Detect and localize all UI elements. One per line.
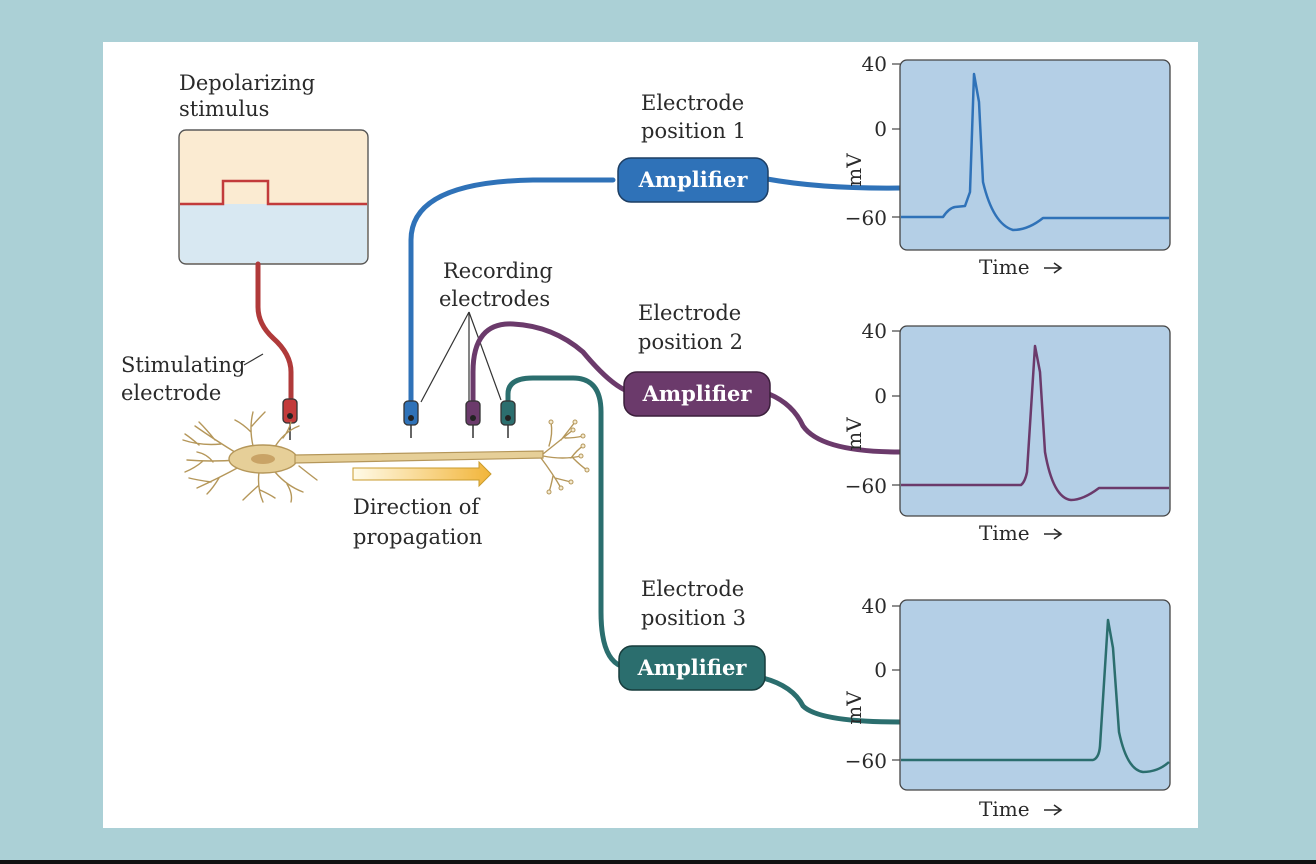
plot-3-y-axis-label: mV	[842, 691, 866, 725]
electrode-position-2-line1: Electrode	[638, 301, 741, 325]
plot-1-tick-40: 40	[862, 52, 887, 76]
electrode-position-1-line2: position 1	[641, 119, 746, 143]
electrode-3-cable	[505, 375, 624, 669]
bottom-border	[0, 860, 1316, 864]
plot-1-time-arrow	[1044, 262, 1063, 274]
plot-2-tick-neg60: −60	[845, 474, 887, 498]
amplifier-3-label: Amplifier	[637, 655, 748, 680]
stimulus-pulse-trace	[180, 179, 367, 206]
electrode-position-3-line1: Electrode	[641, 577, 744, 601]
stimulus-display	[178, 129, 369, 265]
amplifier-2-label: Amplifier	[642, 381, 753, 406]
electrode-1-cable	[408, 177, 616, 405]
plot-3-action-potential-trace	[901, 618, 1170, 774]
stimulus-title-line1: Depolarizing	[179, 71, 315, 95]
propagation-label-line1: Direction of	[353, 495, 481, 519]
amplifier-1-output-cable	[764, 176, 903, 191]
plot-2-action-potential-trace	[901, 344, 1169, 502]
neuron-nucleus	[251, 454, 275, 464]
plot-3-tick-40: 40	[862, 594, 887, 618]
recording-electrode-2-tip	[465, 400, 481, 438]
electrode-position-2-line2: position 2	[638, 330, 743, 354]
amplifier-1: Amplifier	[617, 157, 769, 203]
figure-panel: Depolarizing stimulus Stimulating electr…	[103, 42, 1198, 828]
electrode-position-3-line2: position 3	[641, 606, 746, 630]
stimulus-title-line2: stimulus	[179, 97, 269, 121]
plot-2-time-arrow	[1044, 528, 1063, 540]
plot-3-time-arrow	[1044, 804, 1063, 816]
plot-1-y-axis-label: mV	[842, 153, 866, 187]
amplifier-2: Amplifier	[623, 371, 771, 417]
recording-plot-3: 40 0 −60 mV Time	[842, 594, 1171, 821]
amplifier-3: Amplifier	[618, 645, 766, 691]
recording-electrodes-label-line1: Recording	[443, 259, 553, 283]
plot-2-x-axis-label: Time	[979, 521, 1030, 545]
plot-3-tick-0: 0	[874, 658, 887, 682]
plot-3-tick-neg60: −60	[845, 749, 887, 773]
recording-electrode-1-tip	[403, 400, 419, 438]
plot-2-y-axis-label: mV	[842, 417, 866, 451]
propagation-arrow	[352, 460, 492, 488]
plot-2-tick-40: 40	[862, 319, 887, 343]
plot-1-tick-neg60: −60	[845, 206, 887, 230]
plot-2-tick-0: 0	[874, 384, 887, 408]
propagation-label-line2: propagation	[353, 525, 482, 549]
recording-plot-2: 40 0 −60 mV Time	[842, 319, 1171, 545]
recording-electrode-3-tip	[500, 400, 516, 438]
stimulus-wire	[255, 261, 294, 403]
recording-electrodes-pointers	[420, 311, 502, 403]
amplifier-1-label: Amplifier	[638, 167, 749, 192]
amplifier-2-output-cable	[766, 391, 903, 455]
neuron-recording-diagram: Depolarizing stimulus Stimulating electr…	[121, 52, 1171, 821]
recording-electrodes-label-line2: electrodes	[439, 287, 550, 311]
neuron-axon	[294, 450, 544, 464]
recording-plot-1: 40 0 −60 mV Time	[842, 52, 1171, 279]
electrode-2-cable	[470, 321, 628, 405]
plot-1-tick-0: 0	[874, 117, 887, 141]
stimulating-electrode-label-line1: Stimulating	[121, 353, 245, 377]
plot-1-x-axis-label: Time	[979, 255, 1030, 279]
plot-1-action-potential-trace	[901, 72, 1169, 232]
plot-3-x-axis-label: Time	[979, 797, 1030, 821]
amplifier-3-output-cable	[760, 675, 903, 725]
electrode-position-1-line1: Electrode	[641, 91, 744, 115]
axon-terminal-boutons	[546, 419, 590, 495]
stimulating-electrode-label-line2: electrode	[121, 381, 221, 405]
